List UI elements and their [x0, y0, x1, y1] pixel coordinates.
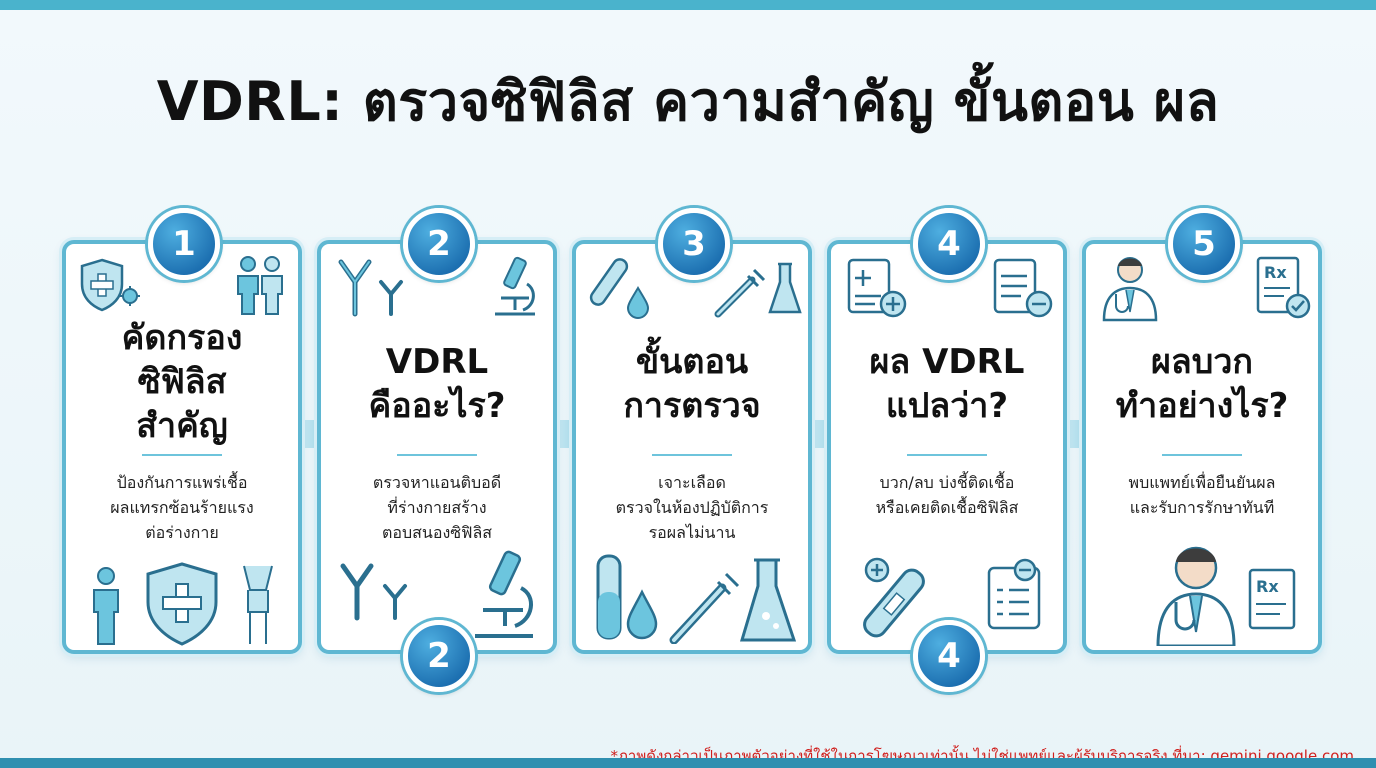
step-number-badge: 4 [913, 620, 985, 692]
negative-report-icon [993, 258, 1053, 318]
step-description: พบแพทย์เพื่อยืนยันผล และรับการรักษาทันที [1128, 473, 1276, 517]
antibody-icon [340, 563, 407, 621]
lab-equipment-icon [596, 554, 796, 644]
step-number-badge: 5 [1168, 208, 1240, 280]
step-divider [1162, 454, 1242, 456]
bottom-accent-bar [0, 758, 1376, 768]
svg-text:Rx: Rx [1264, 263, 1287, 282]
doctor-prescription-icon: Rx [1156, 546, 1296, 646]
step-number-badge: 2 [403, 208, 475, 280]
prescription-icon: Rx [1256, 256, 1311, 319]
people-icon [237, 256, 283, 315]
step-description: ป้องกันการแพร่เชื้อ ผลแทรกซ้อนร้ายแรง ต่… [110, 473, 254, 542]
page-title: VDRL: ตรวจซิฟิลิส ความสำคัญ ขั้นตอน ผล [156, 70, 1220, 133]
test-tube-drop-icon [589, 258, 650, 319]
step-divider [397, 454, 477, 456]
microscope-icon [495, 256, 535, 316]
step-divider [907, 454, 987, 456]
step-heading: ขั้นตอน การตรวจ [623, 342, 761, 426]
rapid-test-icon [863, 557, 925, 638]
step-number-badge: 1 [148, 208, 220, 280]
protection-shield-people-icon [93, 562, 273, 646]
microscope-icon [475, 550, 533, 638]
step-card-5: Rx ผลบวก ทำอย่างไร? พบแพทย์เพื่อยืนยันผล… [1082, 208, 1322, 654]
step-number-badge: 2 [403, 620, 475, 692]
step-divider [652, 454, 732, 456]
step-description: เจาะเลือด ตรวจในห้องปฏิบัติการ รอผลไม่นา… [615, 473, 769, 542]
step-description: บวก/ลบ บ่งชี้ติดเชื้อ หรือเคยติดเชื้อซิฟ… [875, 473, 1019, 517]
step-heading: ผลบวก ทำอย่างไร? [1115, 342, 1289, 426]
step-heading: คัดกรอง ซิฟิลิส สำคัญ [121, 318, 243, 446]
step-card-3: ขั้นตอน การตรวจ เจาะเลือด ตรวจในห้องปฏิบ… [572, 208, 812, 654]
step-number-badge: 3 [658, 208, 730, 280]
shield-virus-icon [80, 258, 140, 312]
step-card-4: ผล VDRL แปลว่า? บวก/ลบ บ่งชี้ติดเชื้อ หร… [827, 208, 1067, 692]
step-heading: ผล VDRL แปลว่า? [869, 342, 1025, 426]
step-divider [142, 454, 222, 456]
step-heading: VDRL คืออะไร? [368, 342, 506, 426]
checklist-icon [987, 558, 1041, 630]
positive-report-icon [847, 258, 907, 318]
doctor-icon [1102, 257, 1158, 322]
step-card-2: VDRL คืออะไร? ตรวจหาแอนติบอดี ที่ร่างกาย… [317, 208, 557, 692]
step-description: ตรวจหาแอนติบอดี ที่ร่างกายสร้าง ตอบสนองซ… [372, 473, 502, 542]
top-accent-bar [0, 0, 1376, 10]
step-number-badge: 4 [913, 208, 985, 280]
antibody-icon [338, 259, 403, 317]
step-card-1: คัดกรอง ซิฟิลิส สำคัญ ป้องกันการแพร่เชื้… [62, 208, 302, 654]
svg-text:Rx: Rx [1256, 577, 1279, 596]
syringe-flask-icon [714, 262, 802, 318]
